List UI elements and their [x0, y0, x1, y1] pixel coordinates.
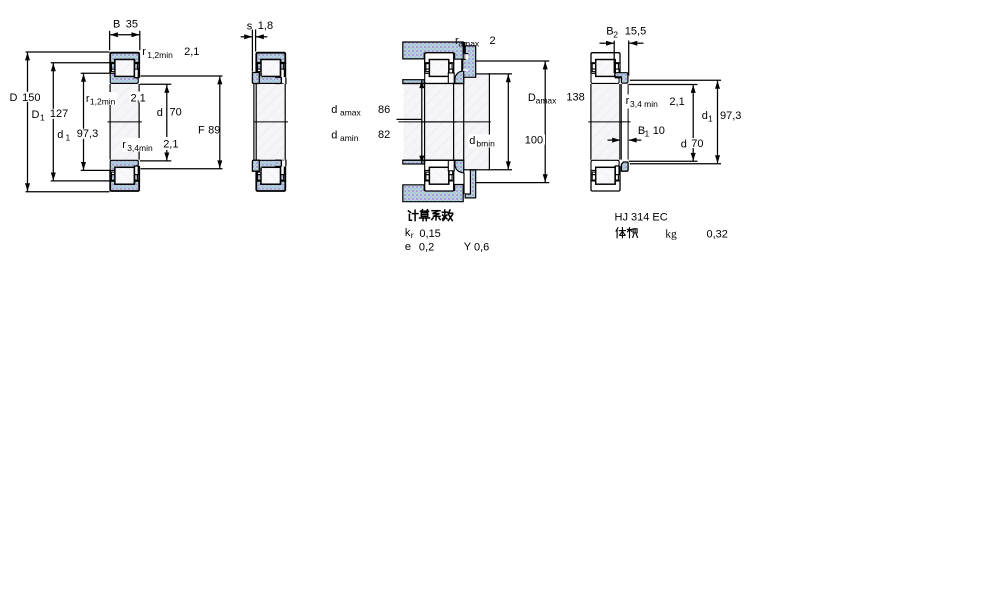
svg-text:2: 2 [490, 35, 496, 47]
svg-text:1,2min: 1,2min [147, 50, 173, 60]
svg-text:r: r [626, 95, 630, 107]
svg-text:amax: amax [340, 108, 362, 118]
svg-text:0,6: 0,6 [474, 242, 489, 254]
svg-text:bmin: bmin [476, 139, 495, 149]
svg-text:HJ 314 EC: HJ 314 EC [615, 211, 668, 223]
svg-text:r: r [142, 46, 146, 58]
svg-text:r: r [411, 230, 414, 240]
svg-text:d: d [681, 139, 687, 151]
svg-text:B: B [606, 26, 613, 38]
svg-text:97,3: 97,3 [77, 128, 98, 140]
svg-text:d: d [469, 135, 475, 147]
svg-text:0,15: 0,15 [419, 228, 440, 240]
svg-text:1: 1 [645, 129, 650, 139]
svg-text:100: 100 [525, 135, 543, 147]
svg-text:82: 82 [378, 129, 390, 141]
svg-text:1: 1 [40, 112, 45, 122]
svg-text:1,8: 1,8 [258, 20, 273, 32]
svg-text:86: 86 [378, 104, 390, 116]
svg-text:1,2min: 1,2min [90, 97, 116, 107]
svg-text:3,4min: 3,4min [127, 143, 153, 153]
svg-text:d: d [331, 104, 337, 116]
svg-text:r: r [86, 93, 90, 105]
svg-text:D: D [10, 92, 18, 104]
svg-text:amin: amin [340, 133, 359, 143]
svg-text:D: D [528, 92, 536, 104]
svg-text:amax: amax [458, 38, 480, 48]
svg-text:B: B [638, 125, 645, 137]
svg-text:B: B [113, 19, 120, 31]
svg-text:d: d [702, 110, 708, 122]
svg-text:D: D [32, 109, 40, 121]
svg-text:127: 127 [50, 108, 68, 120]
svg-text:e: e [405, 241, 411, 253]
svg-text:0,32: 0,32 [707, 229, 728, 241]
svg-text:1: 1 [708, 113, 713, 123]
svg-text:2,1: 2,1 [163, 139, 178, 151]
svg-text:s: s [247, 20, 253, 32]
svg-text:F: F [198, 125, 205, 137]
svg-text:10: 10 [653, 125, 665, 137]
svg-text:70: 70 [170, 106, 182, 118]
svg-text:d: d [157, 107, 163, 119]
svg-text:70: 70 [691, 138, 703, 150]
svg-text:amax: amax [536, 95, 558, 105]
svg-text:3,4 min: 3,4 min [630, 99, 658, 109]
svg-text:0,2: 0,2 [419, 242, 434, 254]
svg-text:2,1: 2,1 [131, 92, 146, 104]
svg-text:r: r [455, 35, 459, 47]
svg-text:1: 1 [66, 133, 71, 143]
svg-text:89: 89 [208, 125, 220, 137]
svg-text:kg: kg [665, 229, 677, 241]
svg-text:k: k [405, 227, 411, 239]
svg-text:2: 2 [613, 29, 618, 39]
svg-text:r: r [122, 139, 126, 151]
svg-text:Y: Y [464, 241, 472, 253]
svg-text:d: d [331, 129, 337, 141]
svg-text:97,3: 97,3 [720, 110, 741, 122]
svg-text:2,1: 2,1 [669, 96, 684, 108]
svg-text:d: d [57, 129, 63, 141]
svg-text:15,5: 15,5 [625, 26, 646, 38]
svg-text:2,1: 2,1 [184, 46, 199, 58]
svg-text:138: 138 [566, 91, 584, 103]
svg-text:35: 35 [126, 19, 138, 31]
svg-text:150: 150 [22, 92, 40, 104]
